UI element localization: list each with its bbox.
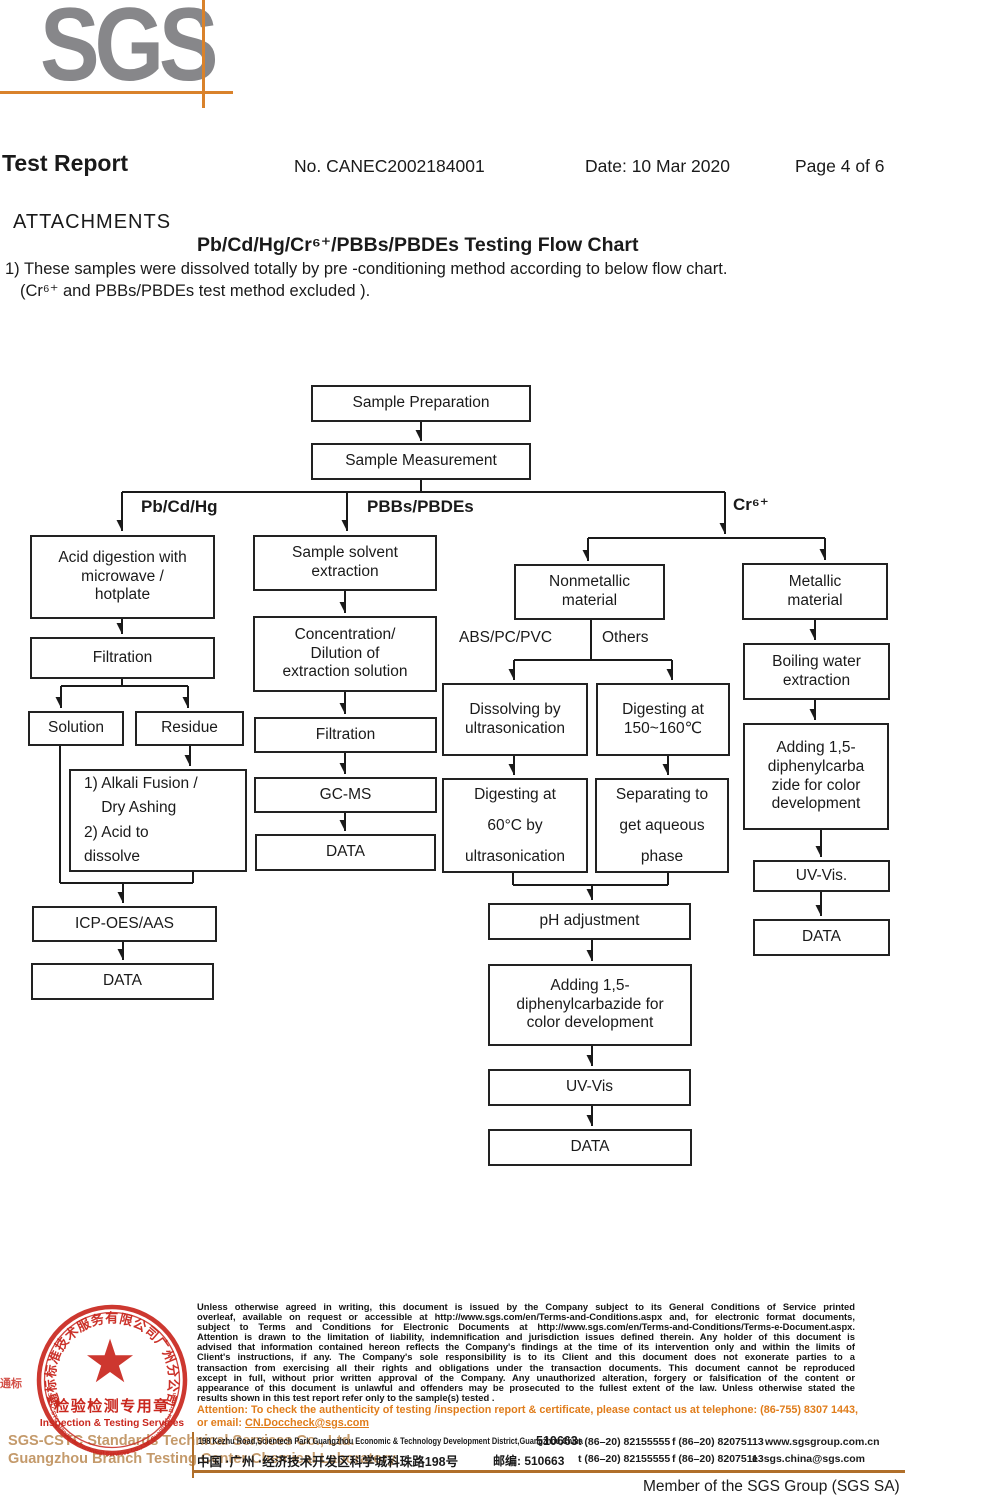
flow-box-boiling-water: Boiling water extraction	[743, 643, 890, 700]
flow-box-digesting-150-160: Digesting at 150~160℃	[596, 683, 730, 756]
legal-line: Unless otherwise agreed in writing, this…	[197, 1301, 855, 1312]
flow-box-solvent-extraction: Sample solvent extraction	[253, 535, 437, 591]
legal-line: subject to Terms and Conditions for Elec…	[197, 1321, 855, 1333]
legal-line: except in full, without prior written ap…	[197, 1371, 855, 1383]
flow-box-uv-vis-mid: UV-Vis	[488, 1069, 691, 1106]
flow-box-ph-adjustment: pH adjustment	[488, 903, 691, 940]
flow-box-dissolving-ultrasonication: Dissolving by ultrasonication	[442, 683, 588, 756]
flow-box-acid-digestion: Acid digestion with microwave / hotplate	[30, 535, 215, 619]
legal-line: overleaf, available on request or access…	[197, 1311, 855, 1323]
attention-line-1: Attention: To check the authenticity of …	[197, 1404, 858, 1416]
note-line-1: 1) These samples were dissolved totally …	[5, 260, 728, 278]
flow-chart-title: Pb/Cd/Hg/Cr⁶⁺/PBBs/PBDEs Testing Flow Ch…	[197, 234, 639, 256]
flow-box-filtration-left: Filtration	[30, 637, 215, 679]
branch-label-cr6: Cr⁶⁺	[733, 495, 769, 514]
branch-label-others: Others	[602, 629, 649, 646]
stamp-edge-fragment: 通标	[0, 1378, 22, 1390]
flow-box-data-left: DATA	[31, 963, 214, 1000]
postcode-en: 510663	[536, 1434, 578, 1448]
legal-line: appearance of this document is unlawful …	[197, 1381, 855, 1393]
fax-cn: f (86–20) 82075113	[672, 1453, 764, 1465]
address-en: 198 Kezhu Road,Scientech Park Guangzhou …	[198, 1436, 583, 1447]
flow-box-concentration-dilution: Concentration/ Dilution of extraction so…	[253, 616, 437, 692]
attachments-heading: ATTACHMENTS	[13, 211, 172, 233]
flow-box-residue: Residue	[135, 711, 244, 746]
flow-box-gc-ms: GC-MS	[254, 777, 437, 813]
legal-line: Attention is drawn to the limitation of …	[197, 1331, 855, 1343]
flow-box-data-center: DATA	[488, 1129, 692, 1166]
email-label: e	[752, 1453, 758, 1465]
flow-box-adding-diphenylcarbazide-right: Adding 1,5- diphenylcarba zide for color…	[743, 723, 889, 830]
flow-box-data-right: DATA	[753, 919, 890, 956]
inspection-stamp: 通标标准技术服务有限公司广州分公司 SGS-CSTC Standards Tec…	[36, 1304, 188, 1458]
logo-crosshair-horizontal	[0, 91, 233, 94]
testing-flow-chart: Pb/Cd/Hg PBBs/PBDEs Cr⁶⁺ ABS/PC/PVC Othe…	[28, 385, 890, 1166]
logo-crosshair-vertical	[202, 0, 205, 108]
website-link[interactable]: www.sgsgroup.com.cn	[765, 1436, 880, 1448]
flow-box-separating-aqueous: Separating to get aqueous phase	[595, 778, 729, 873]
doccheck-email-link[interactable]: CN.Doccheck@sgs.com	[245, 1417, 369, 1429]
legal-line: transaction from exercising all their ri…	[197, 1361, 855, 1373]
legal-line: advised that information contained hereo…	[197, 1341, 855, 1353]
telephone-cn: t (86–20) 82155555	[578, 1453, 671, 1465]
attention-line-2: or email: CN.Doccheck@sgs.com	[197, 1417, 369, 1429]
branch-label-abs-pc-pvc: ABS/PC/PVC	[459, 629, 553, 646]
branch-label-pbbs-pbdes: PBBs/PBDEs	[367, 497, 474, 516]
sgs-logo: SGS	[40, 0, 219, 103]
fax-en: f (86–20) 82075113	[672, 1436, 764, 1448]
flow-box-solution: Solution	[28, 711, 124, 746]
flow-box-icp-oes-aas: ICP-OES/AAS	[32, 906, 217, 942]
report-title: Test Report	[2, 150, 129, 176]
email-address: sgs.china@sgs.com	[763, 1453, 865, 1465]
legal-terms: Unless otherwise agreed in writing, this…	[197, 1301, 855, 1403]
flow-box-alkali-fusion: 1) Alkali Fusion / Dry Ashing 2) Acid to…	[69, 769, 247, 872]
report-number: No. CANEC2002184001	[294, 156, 485, 176]
star-icon: ★	[83, 1328, 137, 1395]
legal-line: results shown in this test report refer …	[197, 1391, 495, 1403]
postcode-cn: 邮编: 510663	[493, 1454, 565, 1468]
member-text: Member of the SGS Group (SGS SA)	[643, 1478, 900, 1495]
telephone-en: t (86–20) 82155555	[578, 1436, 671, 1448]
branch-label-pb-cd-hg: Pb/Cd/Hg	[141, 497, 218, 516]
page-indicator: Page 4 of 6	[795, 156, 885, 176]
flow-box-uv-vis-right: UV-Vis.	[753, 860, 890, 892]
flow-box-metallic: Metallic material	[742, 563, 888, 620]
footer-vertical-divider	[192, 1432, 194, 1478]
stamp-center-en: Inspection & Testing Services	[40, 1418, 185, 1429]
flow-box-digesting-60: Digesting at 60°C by ultrasonication	[442, 778, 588, 873]
flow-box-sample-preparation: Sample Preparation	[311, 385, 531, 422]
flow-box-data-mid: DATA	[255, 834, 436, 871]
flow-box-adding-diphenylcarbazide-mid: Adding 1,5- diphenylcarbazide for color …	[488, 964, 692, 1046]
attention-email-prefix: or email:	[197, 1417, 246, 1429]
flow-box-filtration-mid: Filtration	[254, 717, 437, 753]
footer-orange-line	[193, 1470, 905, 1473]
sgs-email-link[interactable]: e sgs.china@sgs.com	[752, 1453, 865, 1465]
address-cn: 中国 ·广州 ·经济技术开发区科学城科珠路198号	[197, 1455, 459, 1469]
flow-box-sample-measurement: Sample Measurement	[311, 443, 531, 480]
note-line-2: (Cr⁶⁺ and PBBs/PBDEs test method exclude…	[20, 282, 371, 300]
stamp-center-cn: 检验检测专用章	[54, 1397, 170, 1415]
flow-box-nonmetallic: Nonmetallic material	[514, 564, 665, 620]
legal-line: Client's instructions, if any. The Compa…	[197, 1351, 855, 1363]
report-date: Date: 10 Mar 2020	[585, 156, 730, 176]
